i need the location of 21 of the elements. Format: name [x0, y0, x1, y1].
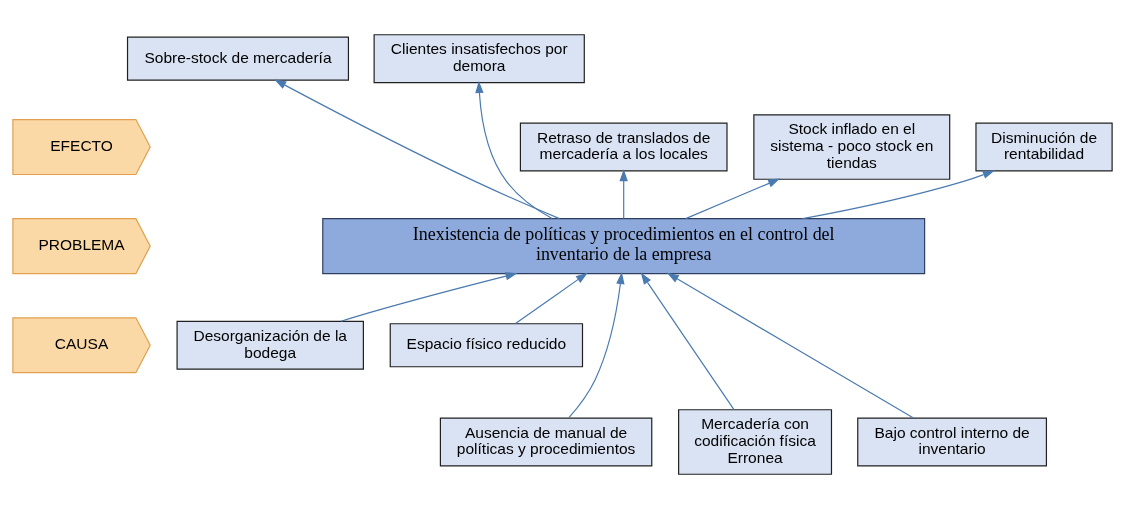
arrow	[514, 272, 588, 325]
node-box: Desorganización de la bodega	[176, 320, 364, 370]
node-box: Sobre-stock de mercadería	[126, 36, 350, 81]
arrow	[802, 170, 995, 220]
node-box: Ausencia de manual de políticas y procedimientos	[439, 417, 653, 467]
node-box: Disminución de rentabilidad	[975, 122, 1113, 172]
node-box: Mercadería con codificación física Erronea	[678, 409, 833, 475]
node-box: Retraso de translados de mercadería a los locales	[519, 122, 728, 172]
node-box: Inexistencia de políticas y procedimientos en el control del inventario de la empresa	[322, 218, 926, 275]
arrow	[640, 272, 735, 411]
arrow	[475, 81, 553, 220]
arrow	[685, 178, 781, 220]
arrow	[666, 272, 915, 419]
arrow	[340, 272, 518, 322]
node-box: Stock inflado en el sistema - poco stock en tiendas	[753, 114, 951, 180]
arrow	[568, 272, 625, 419]
arrow	[619, 169, 628, 220]
node-box: Clientes insatisfechos por demora	[373, 34, 585, 84]
node-box: Bajo control interno de inventario	[857, 417, 1048, 467]
arrow	[274, 79, 561, 220]
node-box: Espacio físico reducido	[389, 323, 584, 368]
